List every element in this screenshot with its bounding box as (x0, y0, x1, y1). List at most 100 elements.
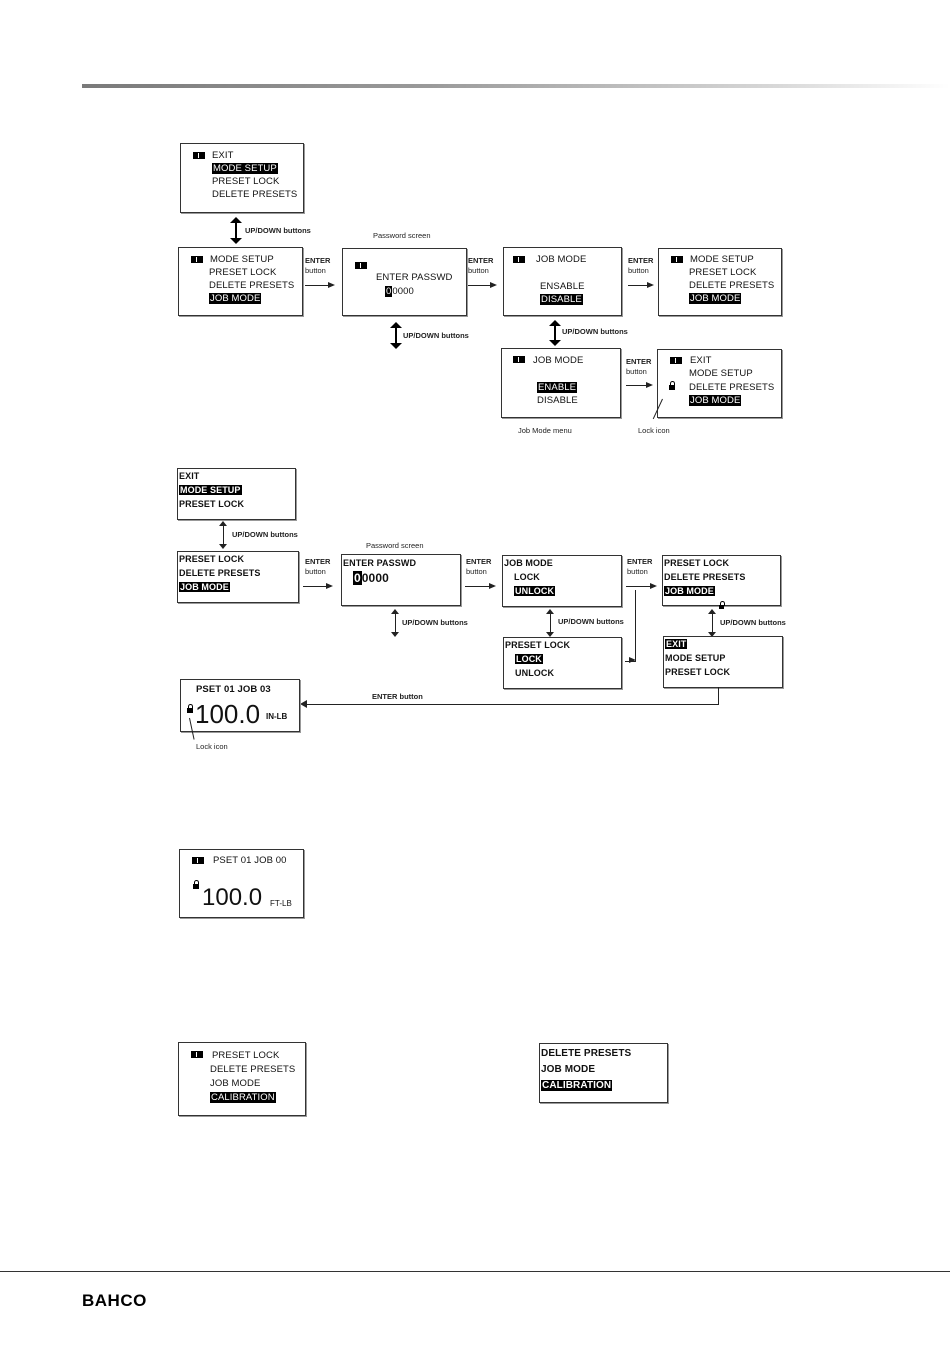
battery-icon (191, 1051, 203, 1058)
menu-item-selected: MODE SETUP (179, 485, 242, 495)
updown-arrow (230, 217, 242, 244)
pset-job-readout: PSET 01 JOB 03 (196, 684, 271, 695)
battery-icon (193, 152, 205, 159)
d2-screen-preset-lock-options: PRESET LOCK LOCK UNLOCK (503, 637, 622, 689)
battery-icon (191, 256, 203, 263)
brand-logo: BAHCO (82, 1291, 147, 1310)
password-screen-label: Password screen (373, 231, 431, 240)
d4-screen-calibration-menu-alt: DELETE PRESETS JOB MODE CALIBRATION (539, 1043, 668, 1103)
torque-unit: IN-LB (266, 712, 288, 721)
battery-icon (670, 357, 682, 364)
connector-h (625, 661, 636, 662)
option-lock-selected: LOCK (515, 654, 543, 664)
menu-item: PRESET LOCK (664, 558, 730, 568)
menu-item-selected: JOB MODE (664, 586, 715, 596)
flow-arrow (303, 583, 333, 589)
d2-screen-run-display: PSET 01 JOB 03 100.0 IN-LB (180, 679, 300, 732)
flow-arrow (468, 282, 497, 288)
return-connector-h (304, 704, 719, 705)
menu-item-selected: CALIBRATION (210, 1092, 276, 1103)
battery-icon (192, 857, 204, 864)
d1-screen-main-menu: EXIT MODE SETUP PRESET LOCK DELETE PRESE… (180, 143, 304, 213)
menu-item: JOB MODE (541, 1064, 596, 1075)
d2-screen-preset-lock-menu: PRESET LOCK DELETE PRESETS JOB MODE (177, 551, 299, 603)
updown-arrow (390, 322, 402, 349)
menu-item: JOB MODE (210, 1078, 261, 1089)
job-mode-title: JOB MODE (533, 355, 584, 366)
updown-label: UP/DOWN buttons (720, 618, 786, 627)
d1-screen-password: ENTER PASSWD 00000 (342, 248, 467, 316)
d3-screen-run-display: PSET 01 JOB 00 100.0 FT-LB (179, 849, 304, 918)
d1-screen-mode-setup-result: MODE SETUP PRESET LOCK DELETE PRESETS JO… (658, 248, 782, 316)
menu-item-selected: JOB MODE (179, 582, 230, 592)
menu-item: PRESET LOCK (689, 267, 757, 278)
updown-label: UP/DOWN buttons (562, 327, 628, 336)
password-title: ENTER PASSWD (376, 272, 453, 283)
option-unlock-selected: UNLOCK (514, 586, 556, 596)
updown-label: UP/DOWN buttons (402, 618, 468, 627)
battery-icon (671, 256, 683, 263)
d2-screen-main-menu: EXIT MODE SETUP PRESET LOCK (177, 468, 296, 520)
header-rule (82, 84, 950, 88)
flow-arrow (626, 382, 653, 388)
flow-arrow (305, 282, 335, 288)
password-digits: 0000 (361, 571, 389, 585)
lock-icon (669, 381, 675, 390)
menu-item: EXIT (690, 355, 712, 366)
lock-icon (193, 880, 199, 889)
password-title: ENTER PASSWD (343, 558, 417, 568)
d1-screen-locked-menu: EXIT MODE SETUP DELETE PRESETS JOB MODE (657, 349, 782, 418)
updown-arrow (708, 609, 716, 637)
torque-value: 100.0 (195, 699, 261, 729)
battery-icon (513, 356, 525, 363)
password-screen-label: Password screen (366, 541, 424, 550)
option-disable-selected: DISABLE (540, 294, 583, 305)
d2-screen-exit-menu: EXIT MODE SETUP PRESET LOCK (663, 636, 783, 688)
lock-icon (719, 601, 725, 609)
enter-button-label: ENTER button (372, 692, 423, 701)
menu-item: DELETE PRESETS (689, 382, 775, 393)
menu-item: PRESET LOCK (179, 499, 245, 509)
job-mode-menu-label: Job Mode menu (518, 426, 572, 435)
return-connector-v (718, 687, 719, 704)
password-digit-active: 0 (353, 571, 362, 585)
menu-title: PRESET LOCK (505, 640, 571, 650)
torque-unit: FT-LB (270, 899, 292, 908)
menu-item: DELETE PRESETS (541, 1048, 632, 1059)
menu-item: MODE SETUP (690, 254, 754, 265)
updown-arrow (546, 609, 554, 637)
menu-item: DELETE PRESETS (210, 1064, 296, 1075)
updown-label: UP/DOWN buttons (232, 530, 298, 539)
job-mode-title: JOB MODE (536, 254, 587, 265)
menu-item: PRESET LOCK (209, 267, 277, 278)
lock-icon-label: Lock icon (638, 426, 670, 435)
menu-item: PRESET LOCK (212, 176, 280, 187)
lock-icon (187, 704, 193, 713)
menu-item-selected: JOB MODE (689, 395, 742, 406)
menu-item: EXIT (212, 150, 234, 161)
updown-arrow (219, 521, 227, 549)
menu-item: PRESET LOCK (212, 1050, 280, 1061)
menu-item-selected: CALIBRATION (541, 1080, 613, 1091)
menu-item: PRESET LOCK (179, 554, 245, 564)
option-disable: DISABLE (537, 395, 578, 406)
return-arrowhead (300, 700, 307, 708)
password-digits: 0000 (392, 286, 414, 297)
menu-item: DELETE PRESETS (179, 568, 261, 578)
updown-label: UP/DOWN buttons (403, 331, 469, 340)
menu-item: MODE SETUP (665, 653, 726, 663)
menu-item: MODE SETUP (210, 254, 274, 265)
torque-value: 100.0 (202, 884, 263, 911)
pset-job-readout: PSET 01 JOB 00 (213, 855, 287, 866)
menu-item: MODE SETUP (689, 368, 753, 379)
battery-icon (355, 262, 367, 269)
flow-arrow (465, 583, 496, 589)
menu-item: DELETE PRESETS (689, 280, 775, 291)
d1-screen-job-mode-disable: JOB MODE ENSABLE DISABLE (503, 247, 622, 316)
